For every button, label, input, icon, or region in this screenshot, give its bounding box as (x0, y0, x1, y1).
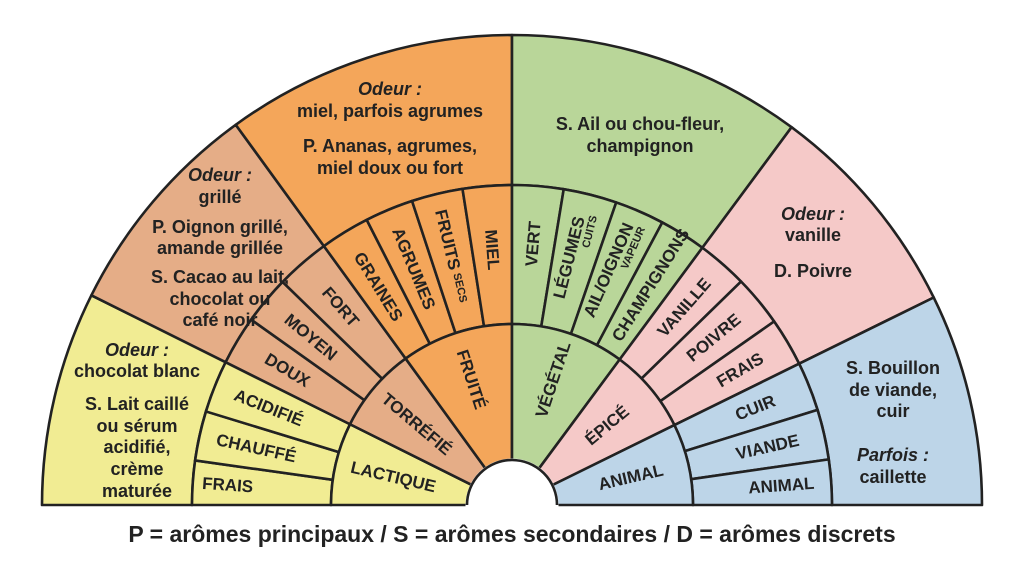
description-line: café noir (182, 310, 257, 330)
description-line: D. Poivre (774, 261, 852, 281)
description-line: miel doux ou fort (317, 158, 463, 178)
description-text: Odeur : (105, 340, 169, 360)
description-line: maturée (102, 481, 172, 501)
description-line: S. Ail ou chou-fleur, (556, 114, 724, 134)
description-text: Oignon grillé, (167, 217, 288, 237)
subcategory-label-frais: FRAIS (202, 474, 254, 497)
description-text: miel doux ou fort (317, 158, 463, 178)
description-line: amande grillée (157, 238, 283, 258)
description-line: vanille (785, 225, 841, 245)
subcategory-text: FRAIS (202, 474, 254, 497)
description-line: caillette (859, 467, 926, 487)
aroma-type-prefix: D. (774, 261, 792, 281)
description-line: Odeur : (188, 165, 252, 185)
description-text: Parfois : (857, 445, 929, 465)
center-hole-outline (465, 458, 559, 506)
subcategory-text: ANIMAL (748, 474, 815, 498)
description-line: P. Oignon grillé, (152, 217, 288, 237)
description-text: caillette (859, 467, 926, 487)
description-text: ou sérum (96, 416, 177, 436)
description-text: Cacao au lait, (168, 267, 289, 287)
aroma-type-prefix: P. (152, 217, 167, 237)
description-text: Lait caillé (102, 394, 189, 414)
description-text: champignon (587, 136, 694, 156)
subcategory-label-animal: ANIMAL (748, 474, 815, 498)
description-line: ou sérum (96, 416, 177, 436)
description-text: café noir (182, 310, 257, 330)
description-text: chocolat blanc (74, 361, 200, 381)
description-line: S. Lait caillé (85, 394, 189, 414)
description-line: Odeur : (105, 340, 169, 360)
description-text: Bouillon (863, 358, 940, 378)
description-line: Odeur : (781, 204, 845, 224)
aroma-type-prefix: S. (556, 114, 573, 134)
description-line: Parfois : (857, 445, 929, 465)
description-line: champignon (587, 136, 694, 156)
description-text: maturée (102, 481, 172, 501)
description-text: amande grillée (157, 238, 283, 258)
description-line: P. Ananas, agrumes, (303, 136, 477, 156)
description-text: chocolat ou (169, 289, 270, 309)
description-text: miel, parfois agrumes (297, 101, 483, 121)
description-line: acidifié, (103, 437, 170, 457)
description-line: S. Cacao au lait, (151, 267, 289, 287)
description-text: grillé (198, 187, 241, 207)
description-line: chocolat ou (169, 289, 270, 309)
description-text: Odeur : (781, 204, 845, 224)
description-line: grillé (198, 187, 241, 207)
description-text: Odeur : (188, 165, 252, 185)
description-text: Poivre (792, 261, 852, 281)
description-line: S. Bouillon (846, 358, 940, 378)
description-text: Ananas, agrumes, (318, 136, 477, 156)
description-text: acidifié, (103, 437, 170, 457)
sector-fruite: GRAINESAGRUMESFRUITSSECSMIELFRUITÉOdeur … (234, 33, 514, 470)
aroma-type-prefix: S. (85, 394, 102, 414)
description-line: de viande, (849, 380, 937, 400)
aroma-type-prefix: S. (846, 358, 863, 378)
description-line: Odeur : (358, 79, 422, 99)
description-line: cuir (876, 401, 909, 421)
aroma-type-prefix: S. (151, 267, 168, 287)
description-text: cuir (876, 401, 909, 421)
description-text: de viande, (849, 380, 937, 400)
description-text: Ail ou chou-fleur, (573, 114, 724, 134)
description-text: vanille (785, 225, 841, 245)
description-text: crème (110, 459, 163, 479)
subcategory-label-miel: MIEL (481, 229, 503, 271)
description-line: miel, parfois agrumes (297, 101, 483, 121)
subcategory-text: MIEL (481, 229, 503, 271)
legend: P = arômes principaux / S = arômes secon… (128, 521, 896, 547)
description-line: chocolat blanc (74, 361, 200, 381)
description-text: Odeur : (358, 79, 422, 99)
description-line: crème (110, 459, 163, 479)
subcategory-text: VERT (522, 220, 545, 267)
subcategory-label-vert: VERT (522, 220, 545, 267)
aroma-type-prefix: P. (303, 136, 318, 156)
